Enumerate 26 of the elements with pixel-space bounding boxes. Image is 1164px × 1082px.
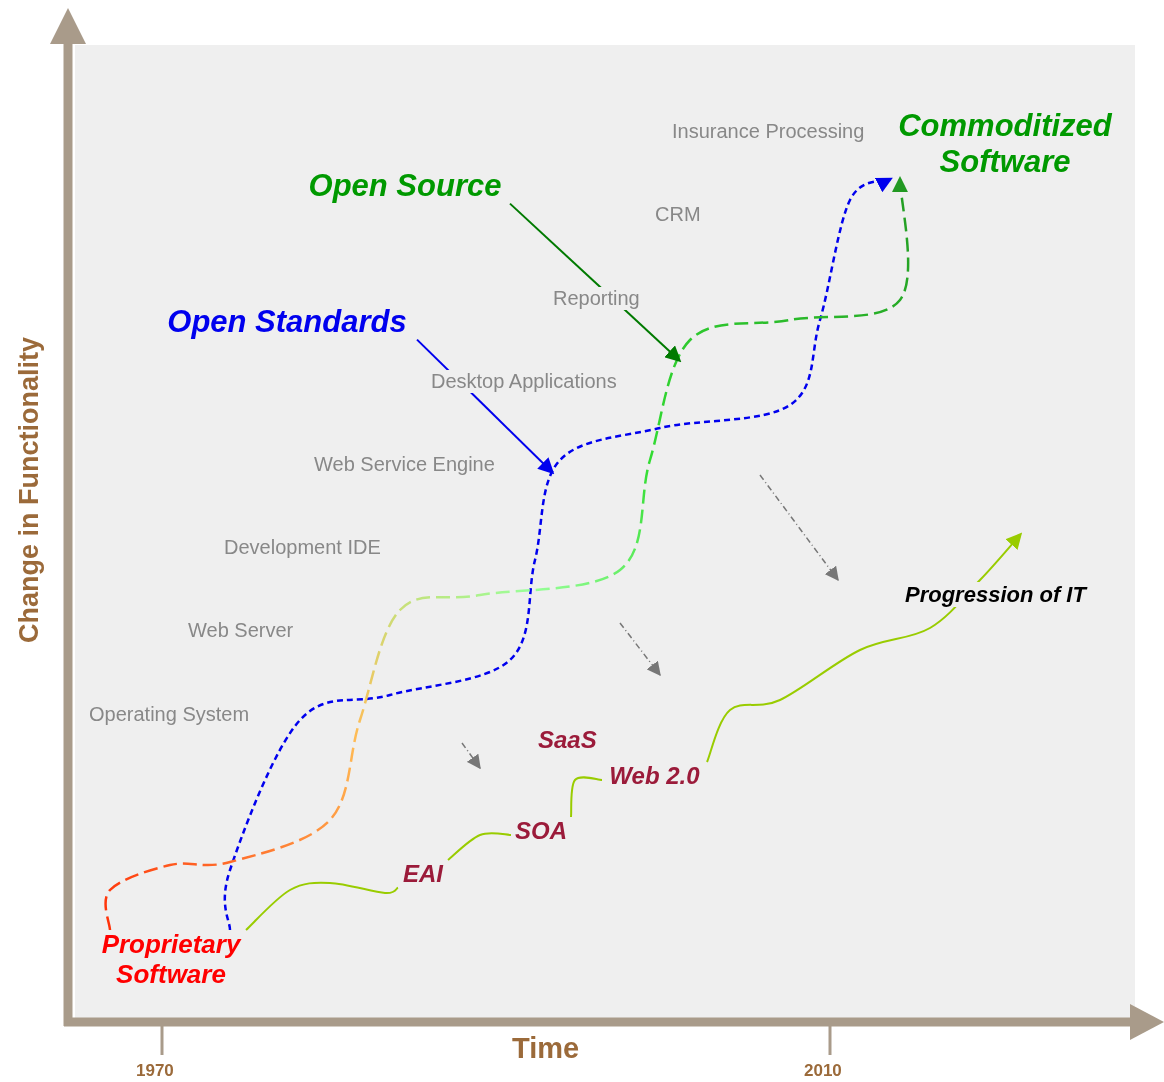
connector-line — [570, 776, 603, 818]
connector-line — [245, 881, 399, 931]
axis-title: Time — [512, 1032, 580, 1066]
callout-text: Open Source — [300, 168, 510, 204]
arrow — [104, 176, 910, 931]
category-label: Insurance Processing — [672, 120, 865, 143]
arrow — [509, 202, 682, 363]
stage-label: SOA — [511, 817, 571, 845]
category-label: Reporting — [553, 287, 640, 310]
stage-label: SaaS — [538, 726, 597, 754]
tick-label: 1970 — [136, 1061, 174, 1081]
arrow — [223, 175, 893, 931]
stage-label: Web 2.0 — [602, 762, 707, 790]
callout-text: Commoditized Software — [890, 108, 1120, 180]
category-label: Development IDE — [224, 536, 381, 559]
category-label: Web Service Engine — [314, 453, 495, 476]
connector-line — [447, 832, 512, 861]
axis-title: Change in Functionality — [14, 337, 46, 643]
trend-label: Progression of IT — [905, 582, 1086, 608]
category-label: Desktop Applications — [431, 370, 617, 393]
tick-label: 2010 — [804, 1061, 842, 1081]
stage-label: EAI — [398, 860, 448, 888]
callout-text: Open Standards — [157, 304, 417, 340]
arrow — [706, 532, 1023, 763]
callout-text: Proprietary Software — [96, 930, 246, 990]
category-label: Operating System — [89, 703, 250, 726]
